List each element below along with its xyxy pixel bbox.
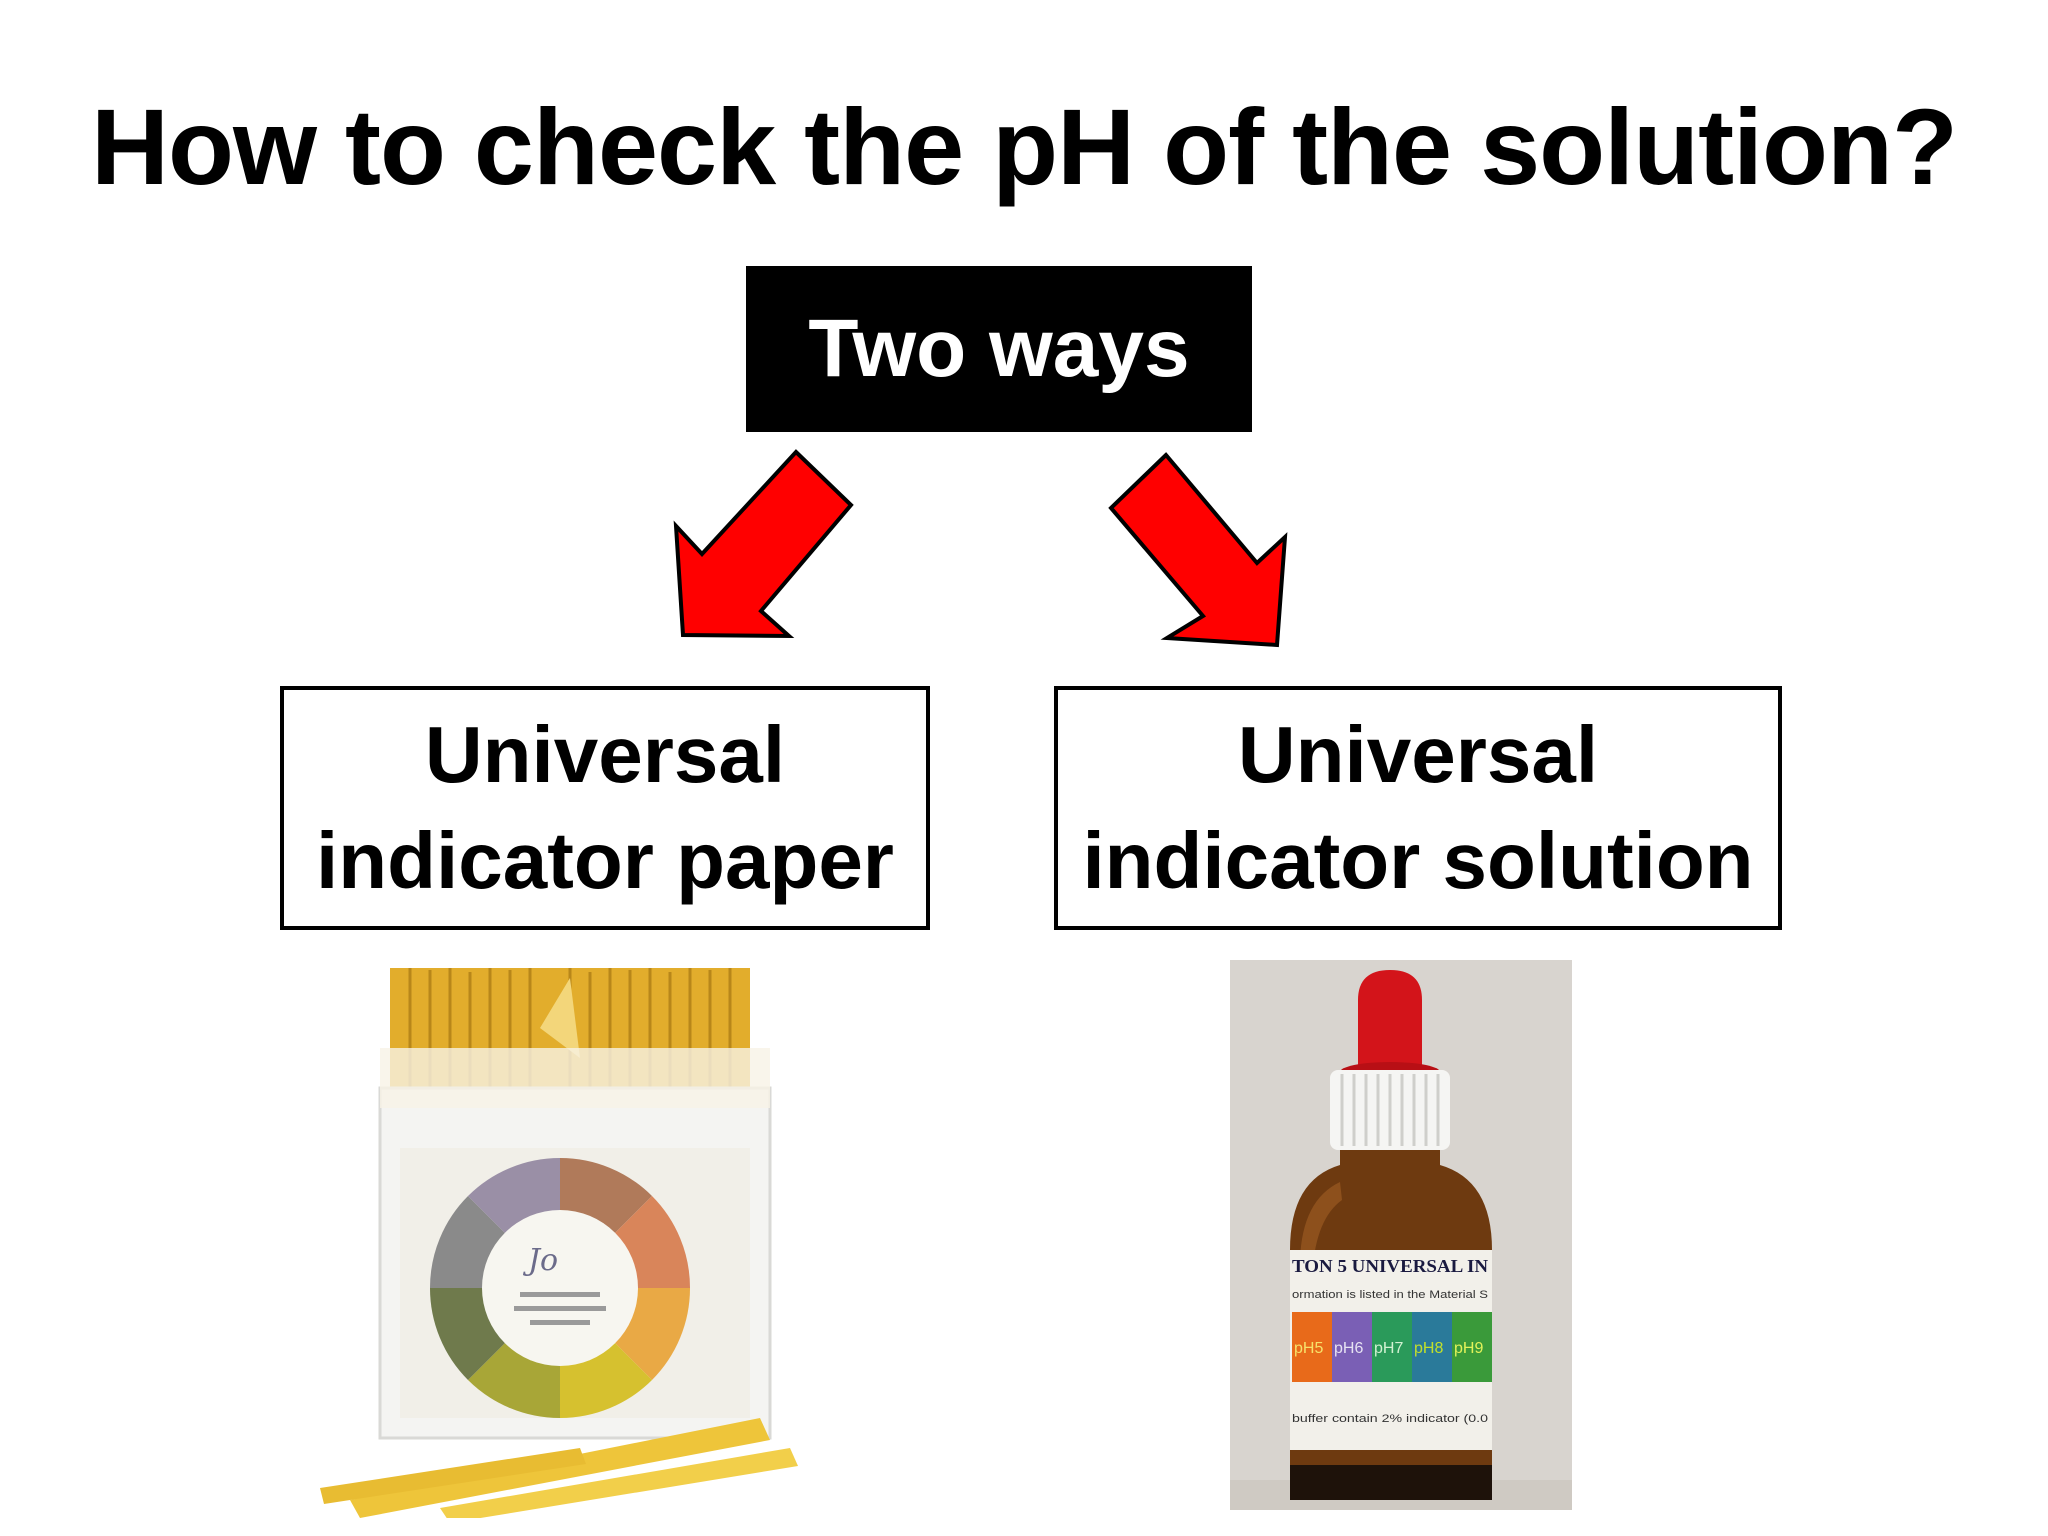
branch-indicator-paper: Universal indicator paper — [280, 686, 930, 930]
ph6-label: pH6 — [1334, 1340, 1363, 1357]
branch-indicator-solution: Universal indicator solution — [1054, 686, 1782, 930]
svg-text:Jo: Jo — [522, 1243, 558, 1278]
arrow-right-icon — [1108, 452, 1288, 648]
indicator-bottle-illustration: TON 5 UNIVERSAL IN ormation is listed in… — [1230, 960, 1572, 1510]
bottle-label-info: ormation is listed in the Material S — [1292, 1289, 1488, 1301]
ph5-label: pH5 — [1294, 1340, 1323, 1357]
bottle-label-footer: buffer contain 2% indicator (0.0 — [1292, 1413, 1488, 1425]
root-node-two-ways: Two ways — [746, 266, 1252, 432]
ph7-label: pH7 — [1374, 1340, 1403, 1357]
branch-solution-line1: Universal — [1237, 710, 1599, 800]
arrow-left-icon — [673, 449, 854, 639]
indicator-solution-photo: TON 5 UNIVERSAL IN ormation is listed in… — [1230, 960, 1572, 1510]
ph-color-scale: pH5 pH6 pH7 pH8 pH9 — [1292, 1312, 1492, 1382]
root-node-label: Two ways — [808, 303, 1190, 394]
ph9-label: pH9 — [1454, 1340, 1483, 1357]
branch-solution-line2: indicator solution — [1082, 816, 1754, 905]
bottle-label-heading: TON 5 UNIVERSAL IN — [1292, 1256, 1488, 1276]
branch-paper-line2: indicator paper — [316, 816, 894, 905]
indicator-paper-photo: Jo — [320, 948, 870, 1518]
slide-title: How to check the pH of the solution? — [91, 86, 1958, 207]
ph8-label: pH8 — [1414, 1340, 1443, 1357]
branch-paper-line1: Universal — [424, 710, 786, 800]
indicator-paper-illustration: Jo — [320, 968, 798, 1518]
